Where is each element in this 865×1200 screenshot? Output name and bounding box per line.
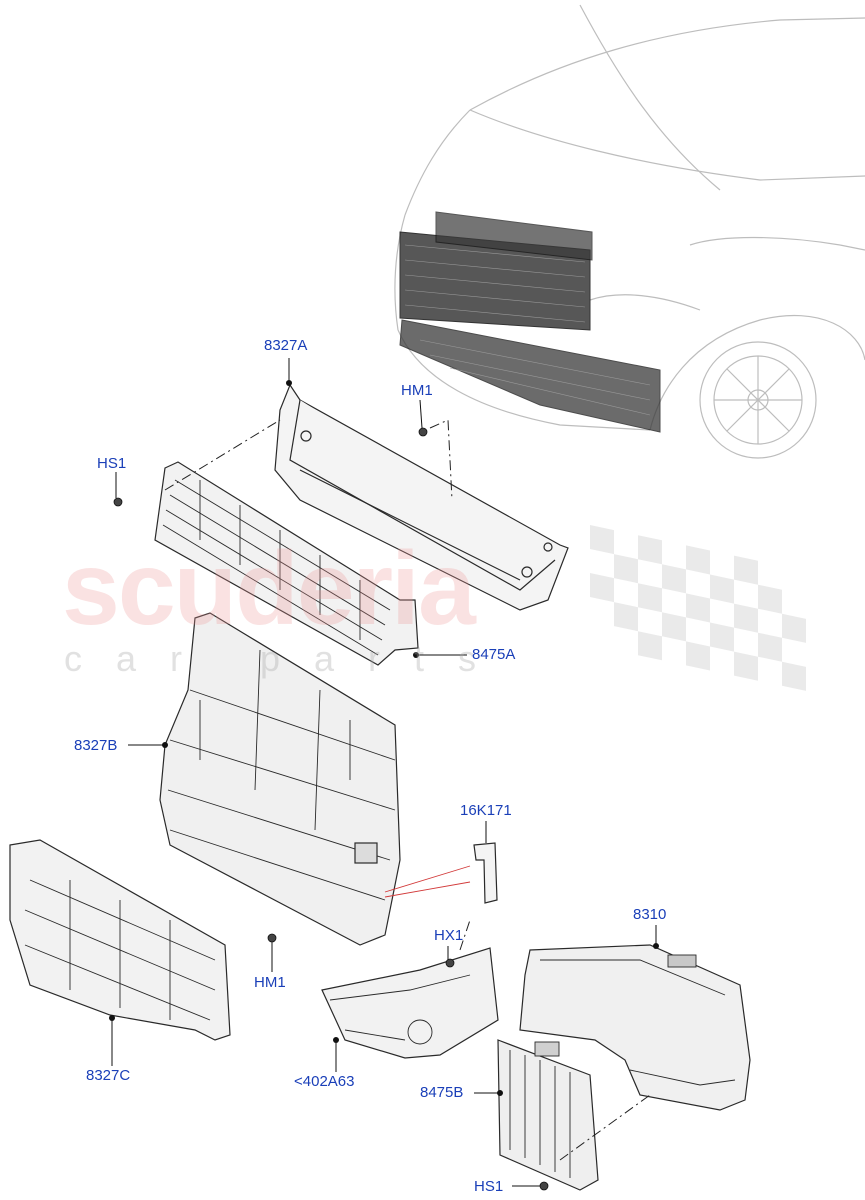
red-leader-lines: [384, 865, 471, 898]
callout-8475B[interactable]: 8475B: [420, 1084, 464, 1101]
callout-8327B[interactable]: 8327B: [74, 737, 118, 754]
callout-HM1-top[interactable]: HM1: [401, 382, 433, 399]
part-8327C-lower-grille: [9, 839, 231, 1041]
part-8310-side-duct: [519, 944, 751, 1111]
dashed-alignment-lines: [164, 419, 651, 1161]
part-16K171-bracket: [473, 842, 498, 904]
part-402A63-duct: [321, 947, 499, 1059]
leader-lines: [111, 358, 657, 1187]
callout-8475A[interactable]: 8475A: [472, 646, 516, 663]
part-8475B-shutter: [497, 1039, 599, 1191]
part-8327A-deflector: [274, 383, 569, 611]
part-8475A-shutter: [154, 461, 419, 666]
callout-HX1[interactable]: HX1: [434, 927, 464, 944]
callout-8327C[interactable]: 8327C: [86, 1067, 131, 1084]
callout-HS1-top[interactable]: HS1: [97, 455, 127, 472]
callout-8327A[interactable]: 8327A: [264, 337, 308, 354]
callout-402A63[interactable]: <402A63: [294, 1073, 355, 1090]
fastener-icons: [113, 427, 549, 1191]
part-8327B-frame: [159, 612, 401, 946]
callout-dots: [109, 380, 659, 1096]
callout-HS1-bottom[interactable]: HS1: [474, 1178, 504, 1195]
vehicle-grille: [399, 211, 661, 433]
checkered-flag-watermark: [590, 525, 806, 691]
callout-16K171[interactable]: 16K171: [460, 802, 512, 819]
callout-HM1-bottom[interactable]: HM1: [254, 974, 286, 991]
callout-8310[interactable]: 8310: [633, 906, 667, 923]
